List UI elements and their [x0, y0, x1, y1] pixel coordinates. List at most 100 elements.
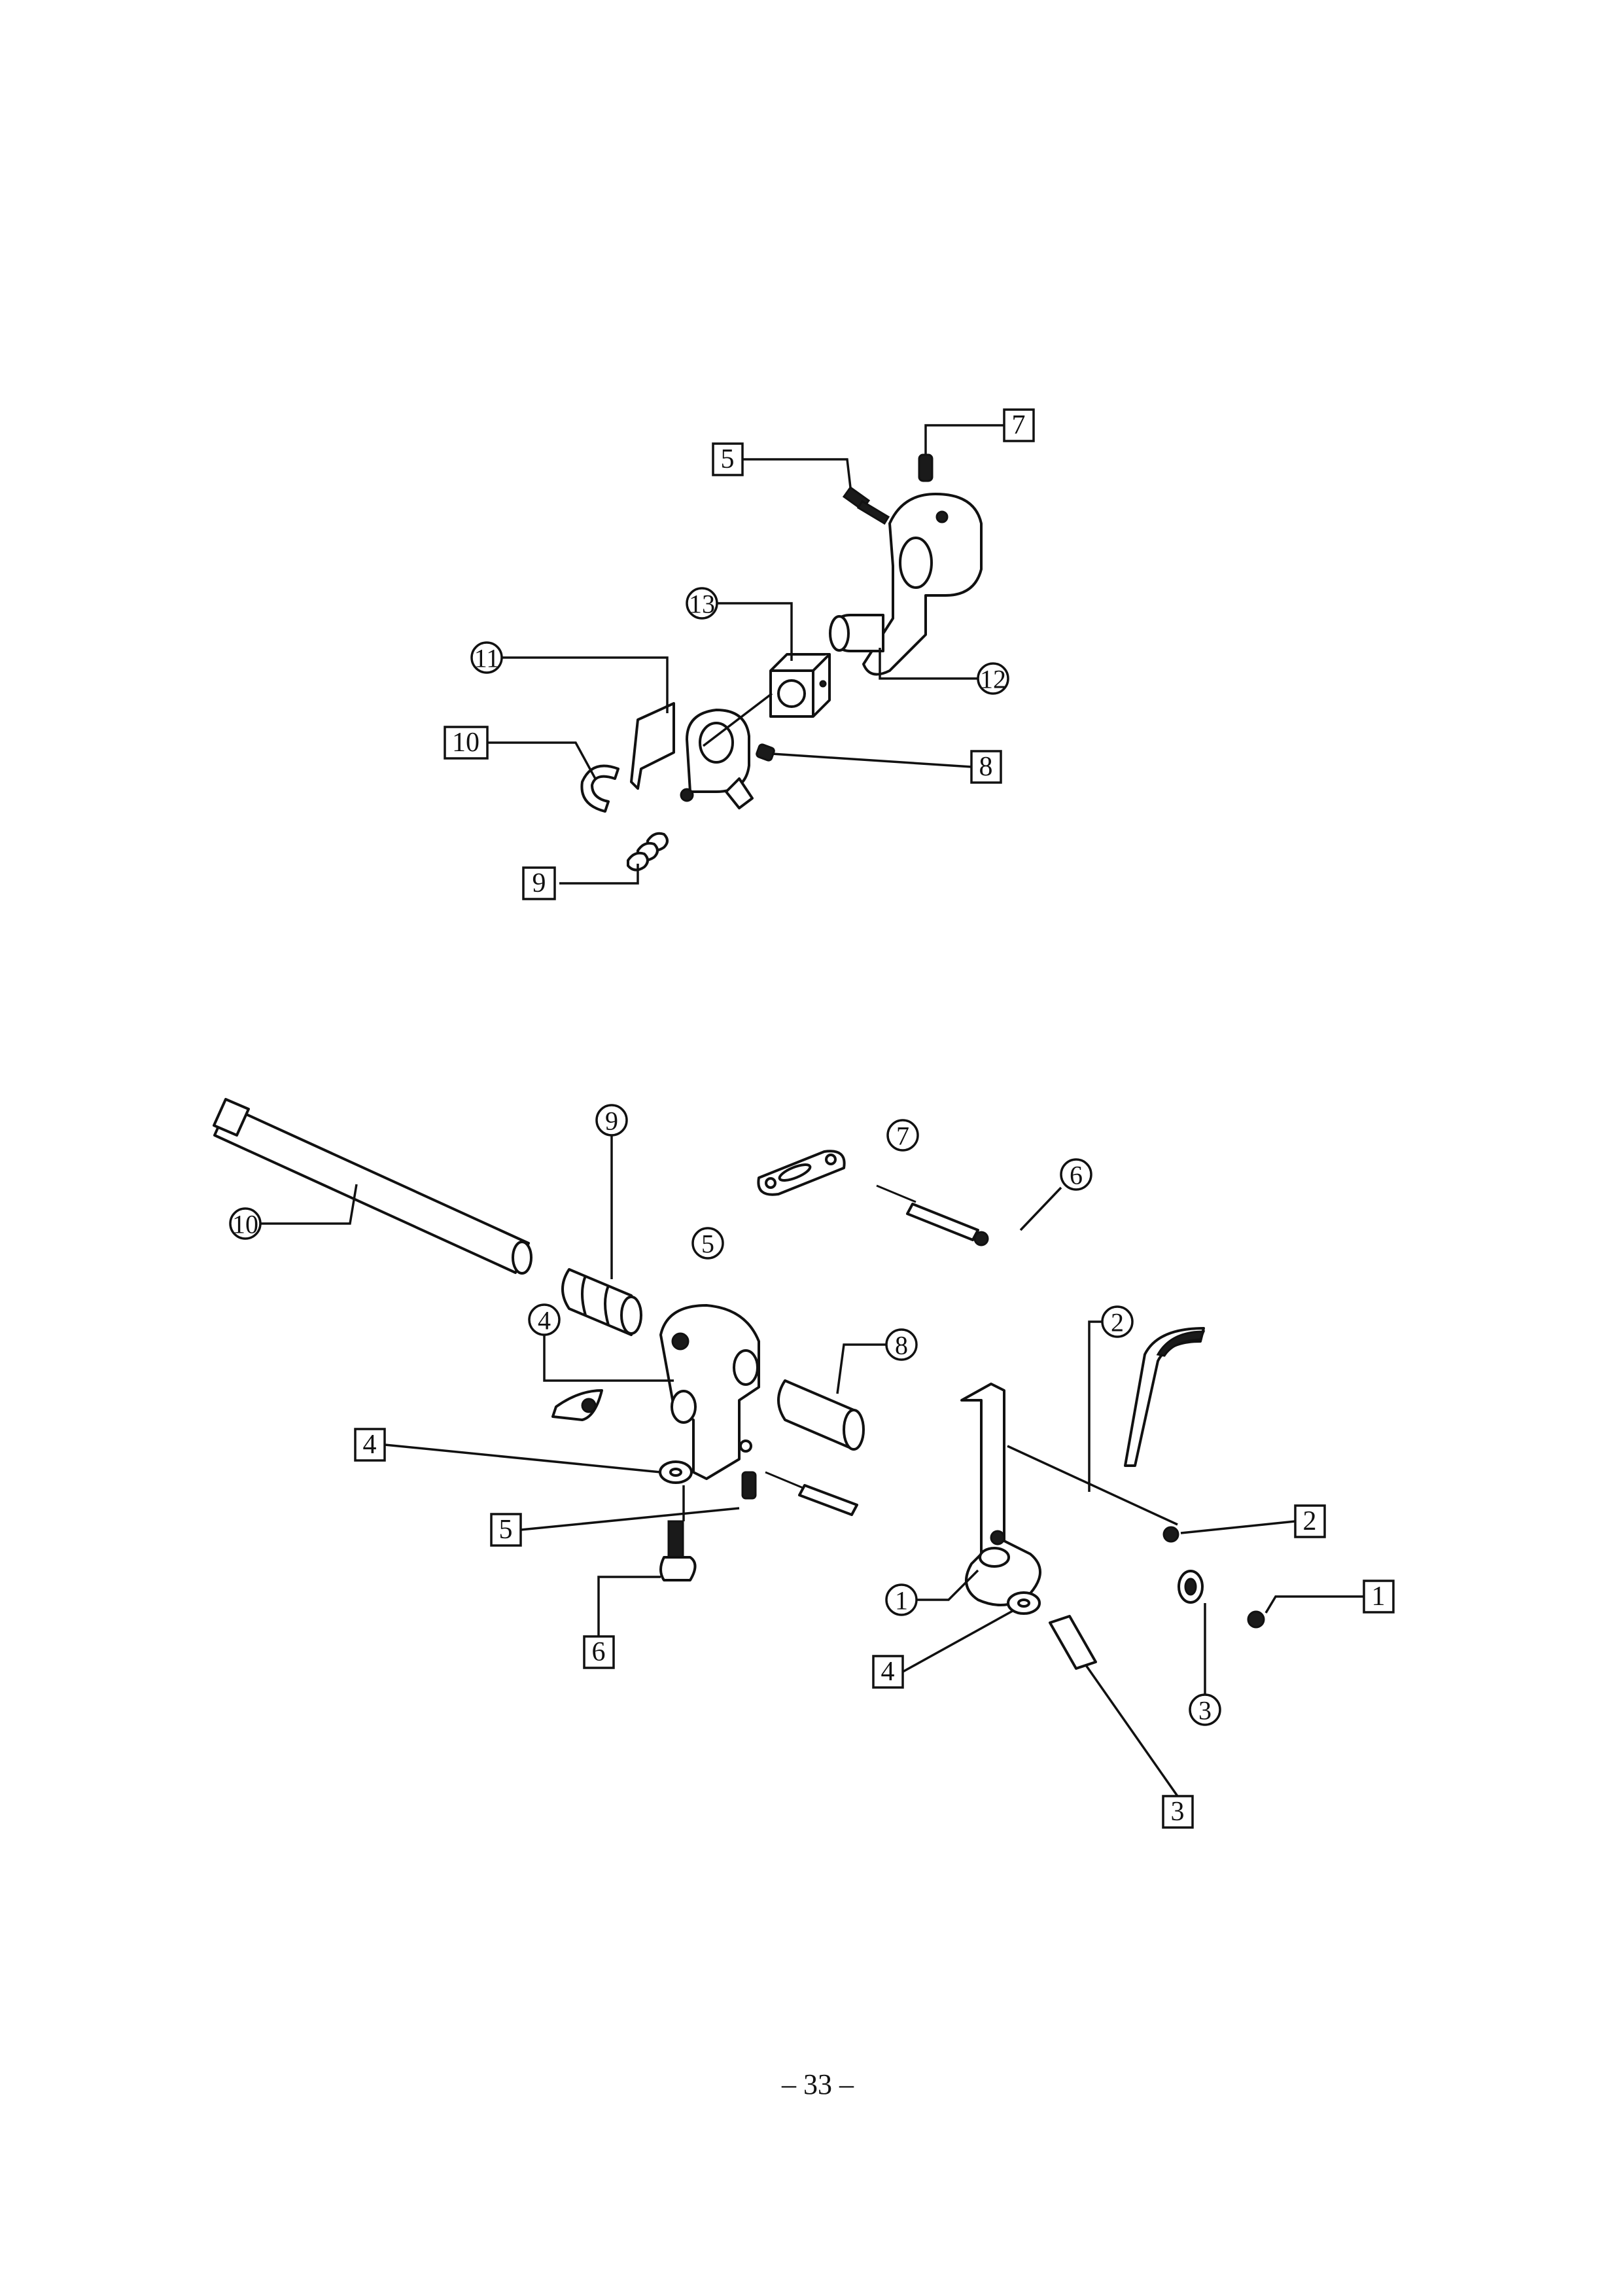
- upper-label-9: 9: [522, 866, 556, 900]
- lower-label-c7: 7: [886, 1119, 919, 1152]
- lower-part-9-bushing: [561, 1268, 642, 1336]
- lower-label-c8: 8: [885, 1328, 918, 1361]
- axis-lower-2: [1007, 1445, 1178, 1526]
- lower-part-plate: [551, 1389, 603, 1421]
- lower-label-c9: 9: [595, 1104, 628, 1137]
- upper-assembly: 5 7 8 9 10 11 12 13: [444, 408, 1035, 900]
- leader-lower-s3: [1085, 1664, 1179, 1797]
- lower-label-s4-right: 4: [872, 1655, 904, 1689]
- leader-upper-5: [742, 458, 852, 488]
- upper-part-7-set-screw: [918, 453, 934, 482]
- lower-part-2-screw: [1162, 1526, 1179, 1543]
- svg-text:2: 2: [1111, 1308, 1124, 1337]
- svg-text:12: 12: [980, 665, 1006, 694]
- lower-part-1-screw: [1247, 1610, 1265, 1629]
- lower-label-c1: 1: [885, 1583, 918, 1616]
- svg-text:9: 9: [605, 1106, 618, 1136]
- leader-upper-11: [502, 656, 669, 713]
- leader-lower-c6: [1019, 1186, 1062, 1231]
- svg-text:4: 4: [538, 1306, 551, 1335]
- lower-label-c4: 4: [528, 1303, 561, 1336]
- leader-lower-c1: [916, 1569, 979, 1601]
- lower-part-1-arm: [960, 1383, 1041, 1606]
- svg-text:10: 10: [452, 728, 480, 758]
- lower-part-5-screw-left: [741, 1471, 757, 1500]
- axis-upper: [702, 692, 773, 747]
- lower-part-6-bolt-left: [659, 1520, 697, 1581]
- svg-text:6: 6: [592, 1637, 606, 1667]
- lower-label-c6: 6: [1060, 1158, 1092, 1191]
- leader-lower-s1: [1265, 1595, 1364, 1614]
- lower-part-4-washer-left: [659, 1460, 693, 1484]
- lower-part-6-pin: [906, 1203, 989, 1246]
- upper-label-12: 12: [977, 662, 1009, 695]
- leader-upper-10: [487, 741, 597, 779]
- leader-upper-7: [924, 424, 1004, 455]
- upper-label-7: 7: [1003, 408, 1035, 442]
- lower-label-c5: 5: [691, 1227, 724, 1260]
- leader-upper-13: [718, 602, 793, 661]
- upper-label-8: 8: [970, 750, 1002, 784]
- lower-label-s4-left: 4: [354, 1428, 386, 1462]
- leader-lower-s6-left: [597, 1576, 661, 1652]
- lower-label-s1: 1: [1363, 1580, 1395, 1614]
- leader-lower-s4-right: [902, 1610, 1013, 1673]
- svg-text:11: 11: [474, 644, 500, 673]
- lower-label-s6: 6: [583, 1635, 615, 1669]
- upper-label-13: 13: [686, 587, 718, 620]
- leader-upper-8: [771, 752, 972, 768]
- svg-text:3: 3: [1171, 1797, 1185, 1827]
- leader-lower-s4-left: [384, 1443, 661, 1474]
- svg-text:2: 2: [1303, 1506, 1317, 1536]
- leader-upper-12: [879, 648, 978, 680]
- lower-part-4-washer-right: [1007, 1591, 1041, 1615]
- lower-label-s5: 5: [490, 1513, 522, 1547]
- upper-part-5-screw: [842, 486, 890, 525]
- svg-text:8: 8: [979, 752, 993, 782]
- upper-part-13-block: [769, 653, 831, 718]
- upper-part-11-bracket: [630, 702, 754, 809]
- svg-text:5: 5: [721, 444, 735, 474]
- svg-text:5: 5: [701, 1229, 714, 1259]
- lower-label-s2: 2: [1294, 1504, 1326, 1538]
- svg-text:7: 7: [896, 1122, 909, 1151]
- lower-part-3-roller: [1178, 1570, 1204, 1604]
- upper-part-9-spring: [627, 832, 669, 872]
- lower-label-c10: 10: [229, 1207, 262, 1240]
- svg-text:4: 4: [881, 1657, 895, 1687]
- lower-part-8-bushing: [777, 1379, 865, 1451]
- svg-text:9: 9: [532, 868, 546, 898]
- leader-lower-c2: [1088, 1320, 1102, 1492]
- lower-part-2-lever: [1124, 1327, 1206, 1467]
- svg-text:4: 4: [363, 1430, 377, 1460]
- leader-lower-c10: [260, 1184, 358, 1225]
- leader-lower-c4: [543, 1335, 674, 1382]
- upper-label-10: 10: [444, 726, 489, 760]
- svg-text:3: 3: [1198, 1696, 1212, 1725]
- upper-part-10-e-ring: [580, 764, 620, 813]
- svg-text:6: 6: [1070, 1161, 1083, 1190]
- lower-label-c3: 3: [1189, 1693, 1221, 1726]
- lower-part-10-shaft: [213, 1098, 532, 1275]
- lower-part-4-lever: [659, 1304, 760, 1480]
- svg-text:7: 7: [1012, 410, 1026, 440]
- leader-lower-s2: [1180, 1520, 1296, 1534]
- lower-part-pin-left: [765, 1471, 858, 1516]
- leader-lower-s5-left: [520, 1507, 740, 1531]
- lower-part-7-spring: [876, 1184, 916, 1203]
- upper-label-11: 11: [470, 641, 503, 674]
- lower-part-3-spring: [1049, 1615, 1097, 1670]
- leader-upper-9: [559, 864, 639, 885]
- upper-label-5: 5: [712, 442, 744, 476]
- lower-label-s3: 3: [1162, 1795, 1194, 1829]
- leader-lower-c8: [836, 1343, 886, 1394]
- lower-part-5-link: [757, 1150, 846, 1196]
- lower-label-c2: 2: [1101, 1305, 1134, 1338]
- svg-text:5: 5: [499, 1515, 513, 1545]
- svg-text:13: 13: [689, 590, 715, 619]
- svg-text:10: 10: [232, 1210, 258, 1239]
- page-number: – 33 –: [781, 2068, 854, 2100]
- lower-assembly: 1 2 3 4 5 6 7 8: [213, 1098, 1395, 1829]
- svg-text:1: 1: [895, 1586, 908, 1616]
